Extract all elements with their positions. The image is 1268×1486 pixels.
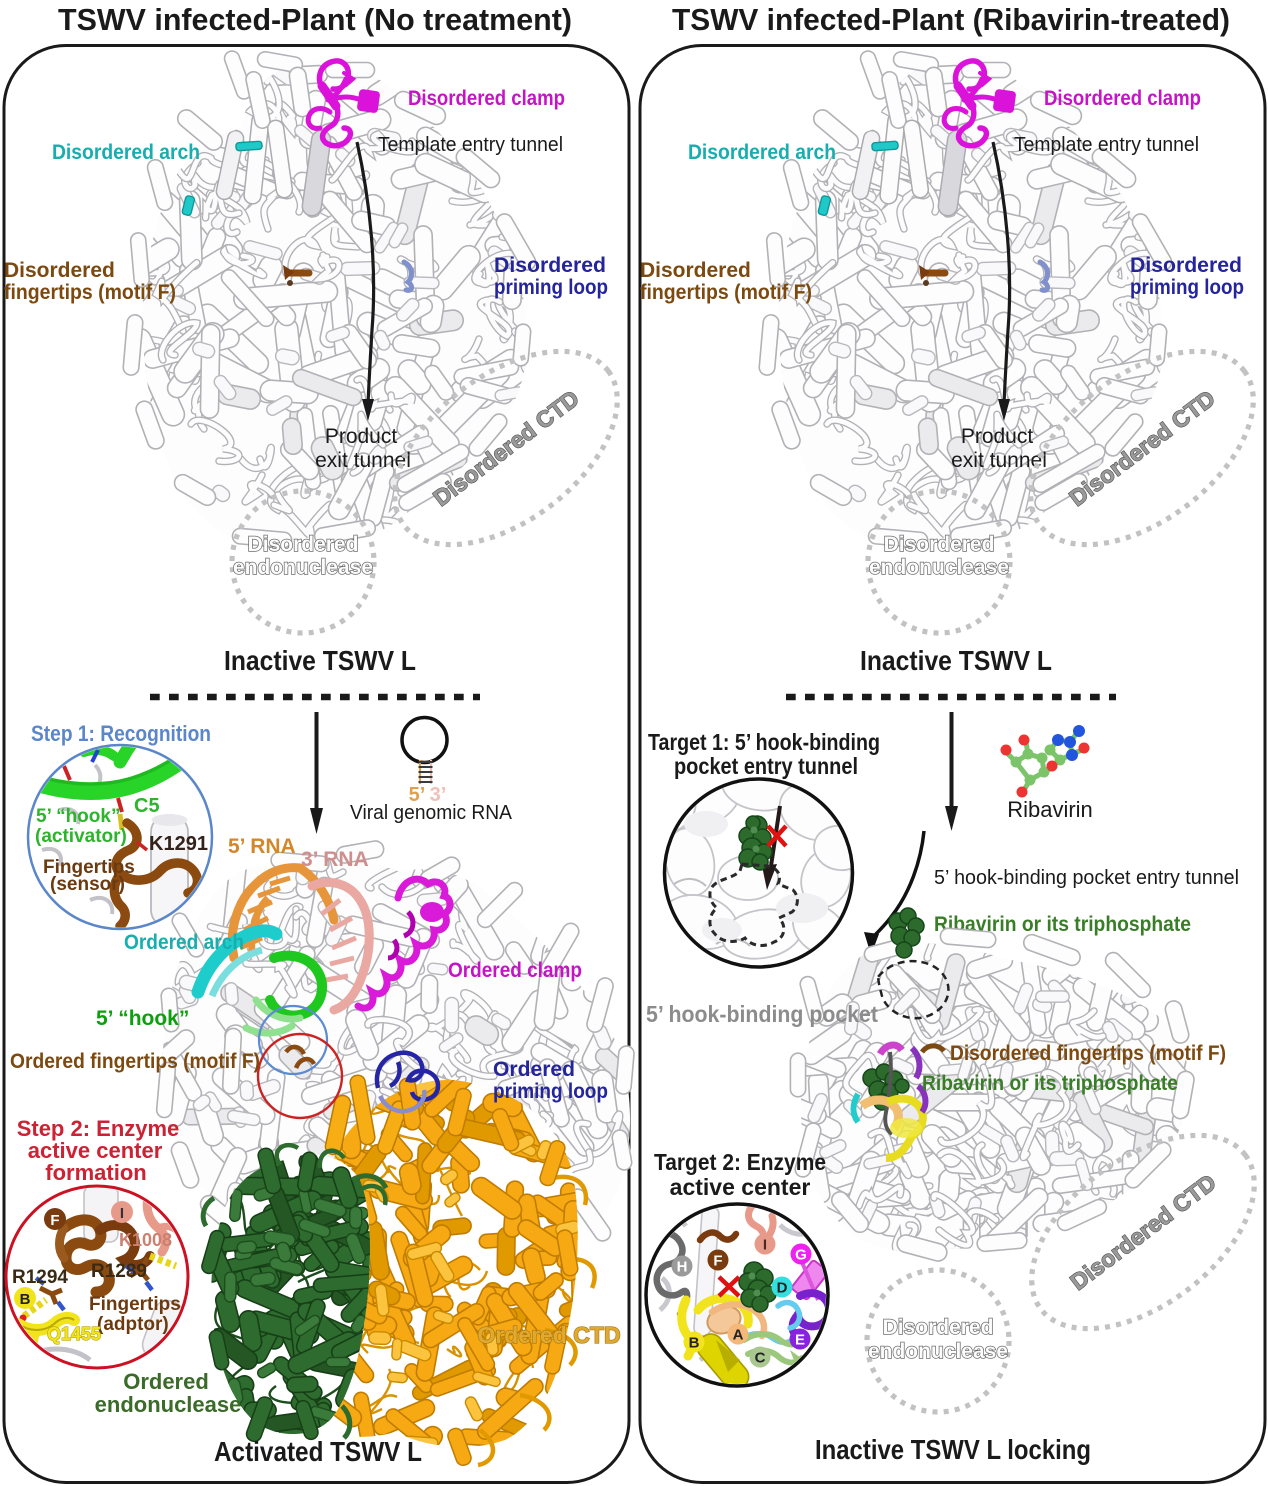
svg-text:fingertips (motif F): fingertips (motif F)	[640, 281, 812, 304]
svg-text:Ribavirin or its triphosphate: Ribavirin or its triphosphate	[934, 913, 1191, 936]
svg-text:exit tunnel: exit tunnel	[951, 449, 1047, 472]
svg-text:Ribavirin or its triphosphate: Ribavirin or its triphosphate	[922, 1072, 1178, 1095]
svg-text:Viral genomic RNA: Viral genomic RNA	[350, 802, 513, 824]
svg-text:Product: Product	[325, 425, 398, 448]
svg-text:endonuclease: endonuclease	[95, 1392, 242, 1417]
svg-text:Disordered: Disordered	[248, 533, 359, 556]
svg-text:B: B	[20, 1291, 31, 1308]
svg-text:Disordered: Disordered	[4, 259, 115, 282]
svg-text:priming loop: priming loop	[494, 276, 608, 299]
svg-text:3’: 3’	[430, 784, 447, 806]
svg-text:TSWV infected-Plant (Ribavirin: TSWV infected-Plant (Ribavirin-treated)	[672, 2, 1230, 37]
svg-text:TSWV infected-Plant (No treatm: TSWV infected-Plant (No treatment)	[58, 2, 572, 37]
svg-text:B: B	[689, 1335, 700, 1352]
svg-text:fingertips (motif F): fingertips (motif F)	[4, 281, 176, 304]
svg-text:Fingertips: Fingertips	[43, 857, 135, 878]
svg-text:R1289: R1289	[91, 1261, 147, 1282]
svg-text:(sensor): (sensor)	[50, 874, 125, 895]
svg-text:Product: Product	[961, 425, 1034, 448]
svg-text:Ordered arch: Ordered arch	[124, 931, 244, 954]
svg-text:exit tunnel: exit tunnel	[315, 449, 411, 472]
svg-text:5’ hook-binding pocket: 5’ hook-binding pocket	[646, 1001, 878, 1027]
svg-text:priming loop: priming loop	[493, 1080, 608, 1103]
svg-text:Template entry tunnel: Template entry tunnel	[1014, 134, 1199, 156]
svg-text:G: G	[795, 1247, 807, 1264]
svg-text:Ordered: Ordered	[493, 1058, 575, 1081]
svg-text:Disordered: Disordered	[883, 1316, 994, 1339]
svg-text:endonuclease: endonuclease	[233, 556, 373, 579]
svg-text:R1294: R1294	[12, 1267, 68, 1288]
svg-text:Disordered arch: Disordered arch	[52, 141, 200, 164]
svg-text:F: F	[50, 1212, 59, 1229]
svg-text:Q1455: Q1455	[47, 1324, 101, 1344]
svg-text:active center: active center	[670, 1174, 811, 1200]
svg-text:A: A	[733, 1327, 744, 1344]
svg-text:3’ RNA: 3’ RNA	[301, 848, 369, 871]
svg-text:Inactive TSWV L: Inactive TSWV L	[860, 645, 1052, 676]
svg-text:I: I	[120, 1205, 124, 1222]
svg-text:Disordered: Disordered	[1130, 254, 1242, 277]
svg-text:Disordered: Disordered	[640, 259, 751, 282]
svg-text:I: I	[763, 1237, 767, 1254]
svg-text:Inactive TSWV L locking: Inactive TSWV L locking	[815, 1434, 1091, 1465]
svg-text:Ordered CTD: Ordered CTD	[477, 1322, 620, 1348]
svg-text:Step 2: Enzyme: Step 2: Enzyme	[17, 1116, 180, 1141]
svg-text:5’ “hook”: 5’ “hook”	[36, 806, 120, 827]
svg-text:F: F	[713, 1253, 722, 1270]
svg-text:C: C	[755, 1350, 766, 1367]
svg-text:Disordered arch: Disordered arch	[688, 141, 836, 164]
svg-text:Disordered: Disordered	[494, 254, 606, 277]
svg-text:Template entry tunnel: Template entry tunnel	[378, 134, 563, 156]
svg-text:Ribavirin: Ribavirin	[1007, 797, 1093, 822]
svg-text:C5: C5	[134, 795, 160, 817]
svg-text:Disordered fingertips (motif F: Disordered fingertips (motif F)	[950, 1042, 1226, 1065]
svg-text:Ordered fingertips (motif F): Ordered fingertips (motif F)	[10, 1050, 260, 1073]
svg-text:Activated TSWV L: Activated TSWV L	[214, 1436, 422, 1467]
svg-text:Disordered clamp: Disordered clamp	[408, 87, 565, 110]
svg-text:Step 1: Recognition: Step 1: Recognition	[31, 721, 211, 746]
svg-text:5’ “hook”: 5’ “hook”	[96, 1007, 189, 1030]
svg-text:Inactive TSWV L: Inactive TSWV L	[224, 645, 416, 676]
svg-text:E: E	[795, 1332, 805, 1349]
svg-text:(activator): (activator)	[35, 826, 127, 847]
svg-text:5’: 5’	[409, 784, 426, 806]
svg-text:Target 1: 5’ hook-binding: Target 1: 5’ hook-binding	[648, 729, 880, 755]
svg-text:Ordered clamp: Ordered clamp	[448, 959, 582, 982]
svg-text:active center: active center	[28, 1138, 163, 1163]
svg-text:5’ hook-binding pocket entry: 5’ hook-binding pocket entry tunnel	[934, 867, 1239, 889]
svg-text:K1008: K1008	[119, 1230, 172, 1250]
svg-text:endonuclease: endonuclease	[868, 1340, 1008, 1363]
svg-text:(adptor): (adptor)	[97, 1314, 169, 1335]
svg-text:endonuclease: endonuclease	[869, 556, 1009, 579]
svg-text:Target 2: Enzyme: Target 2: Enzyme	[654, 1149, 826, 1175]
svg-text:pocket entry tunnel: pocket entry tunnel	[674, 753, 858, 779]
svg-text:Disordered clamp: Disordered clamp	[1044, 87, 1201, 110]
svg-text:H: H	[677, 1259, 688, 1276]
svg-text:5’ RNA: 5’ RNA	[228, 835, 296, 858]
svg-text:K1291: K1291	[149, 833, 208, 855]
svg-text:Ordered: Ordered	[123, 1369, 209, 1394]
svg-text:Disordered: Disordered	[884, 533, 995, 556]
svg-text:D: D	[777, 1280, 788, 1297]
svg-text:Fingertips: Fingertips	[89, 1294, 181, 1315]
svg-text:formation: formation	[45, 1160, 146, 1185]
svg-text:priming loop: priming loop	[1130, 276, 1244, 299]
